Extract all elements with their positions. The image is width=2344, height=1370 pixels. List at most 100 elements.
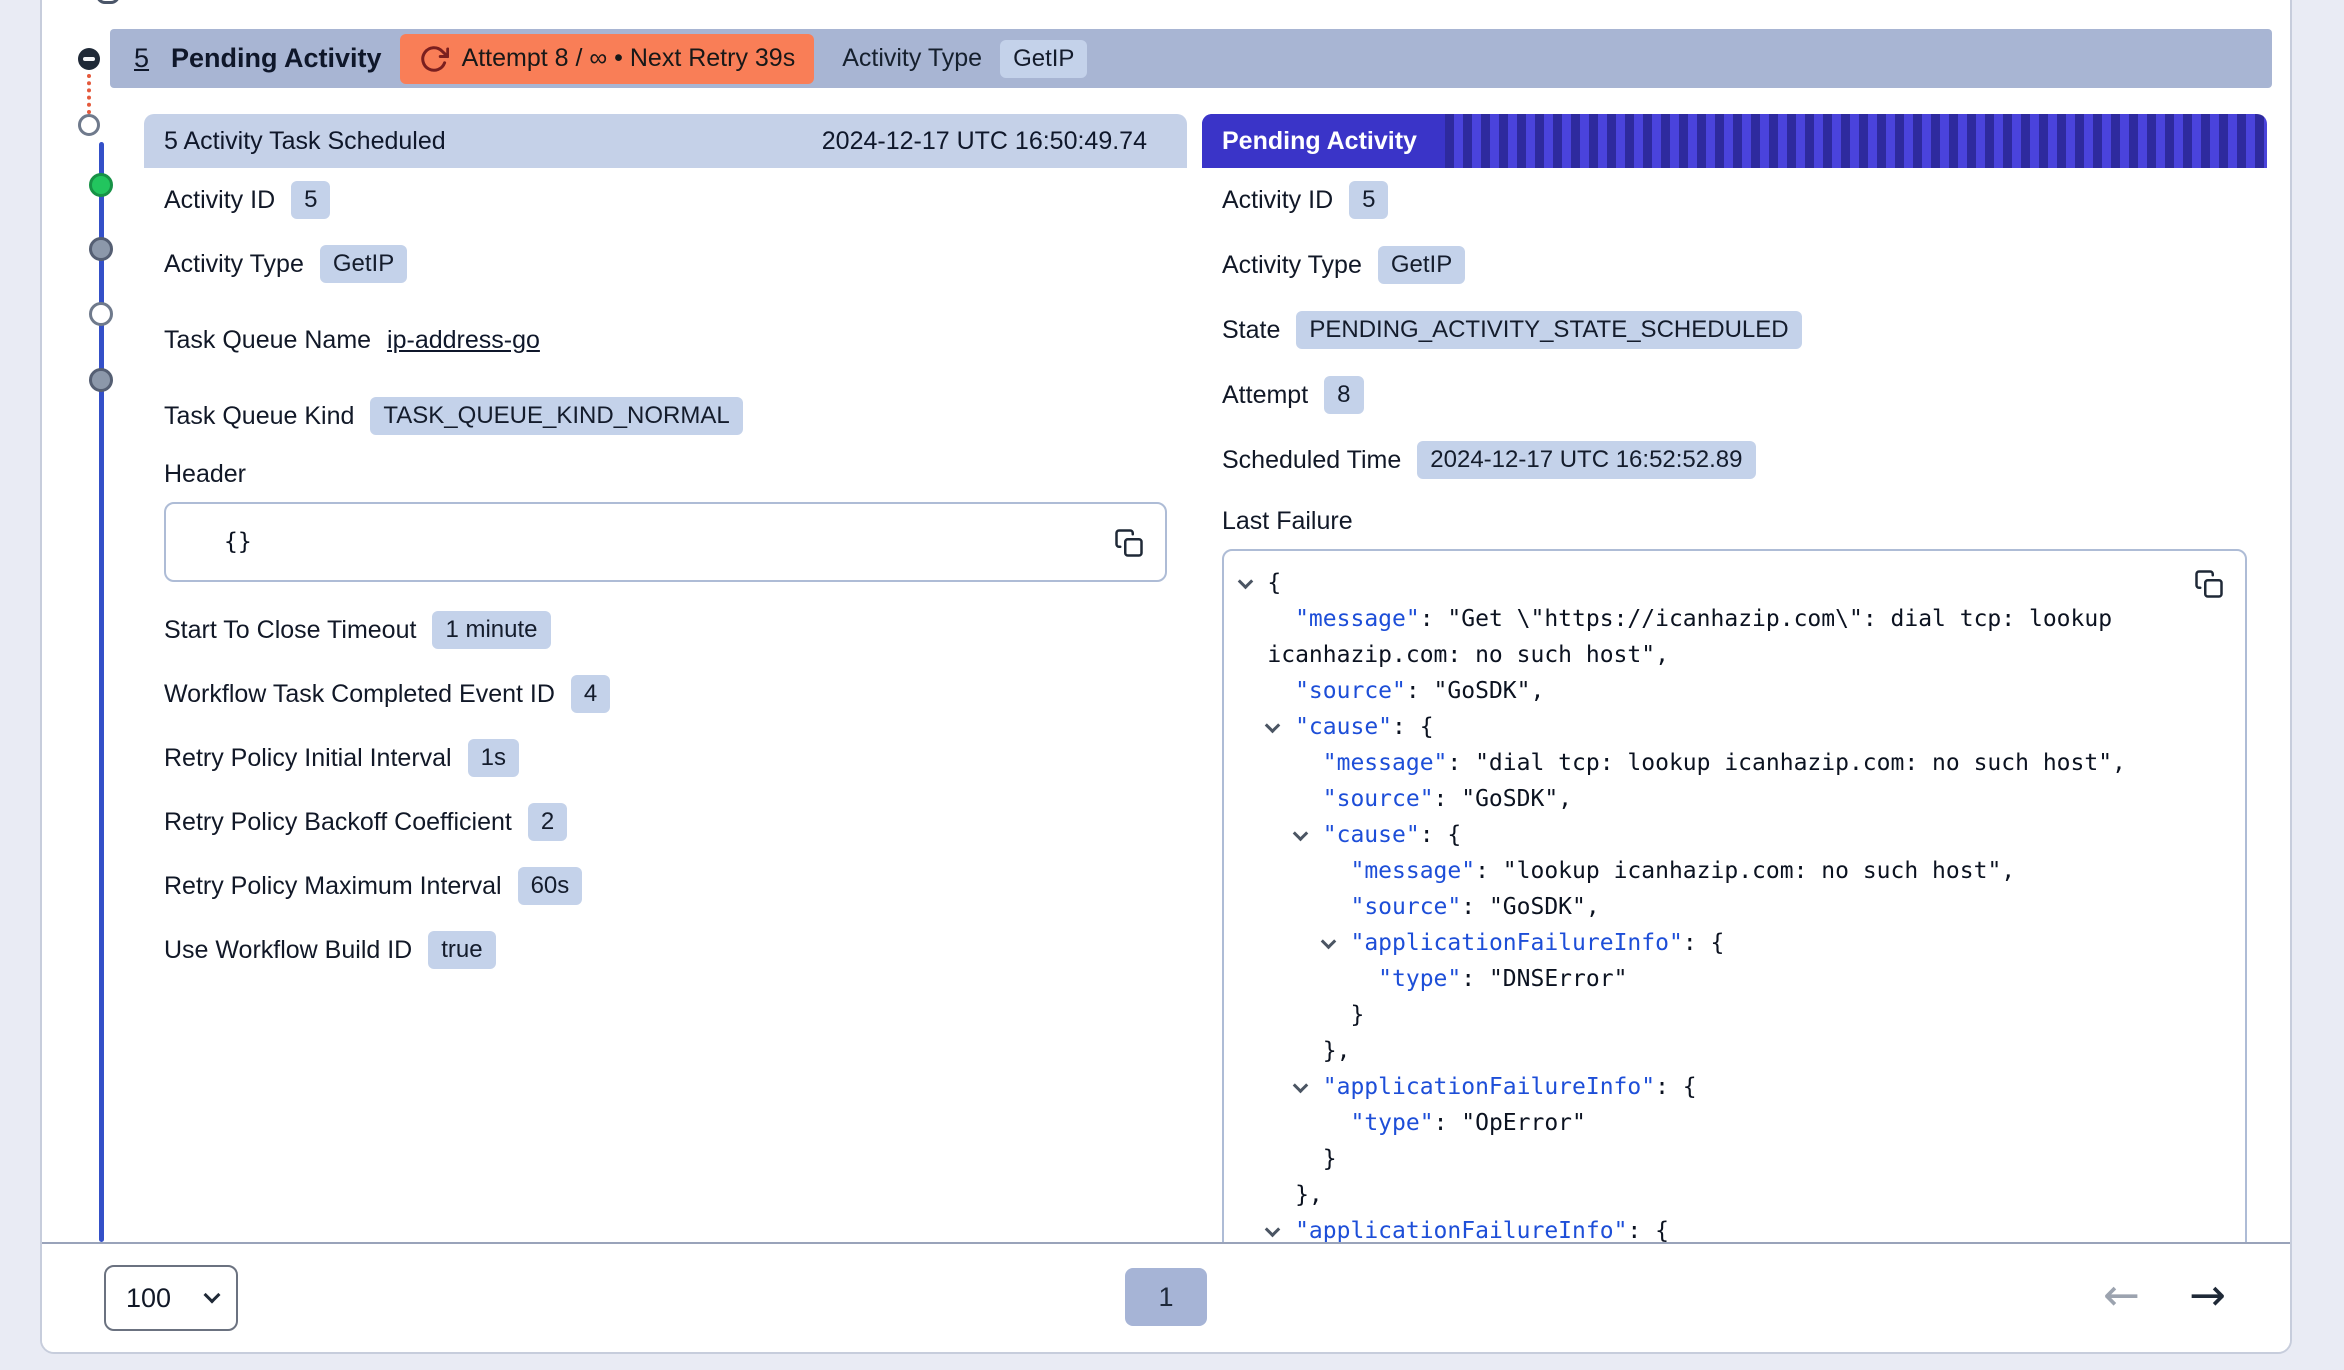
json-line: "cause": { [1248, 709, 2221, 745]
json-line: "message": "dial tcp: lookup icanhazip.c… [1322, 750, 2126, 776]
detail-row: Attempt 8 [1222, 373, 2247, 417]
header-code-text: {} [224, 529, 252, 555]
json-line: "source": "GoSDK", [1350, 894, 1600, 920]
row-label: Retry Policy Initial Interval [164, 743, 452, 772]
detail-row: Workflow Task Completed Event ID 4 [164, 672, 1167, 716]
scheduled-event-panel-header[interactable]: 5 Activity Task Scheduled 2024-12-17 UTC… [144, 114, 1187, 168]
row-value-chip: GetIP [319, 245, 408, 283]
detail-row: Retry Policy Backoff Coefficient 2 [164, 800, 1167, 844]
activity-type-label: Activity Type [842, 44, 983, 72]
chevron-down-icon[interactable] [1320, 925, 1351, 961]
copy-button[interactable] [2189, 565, 2229, 605]
json-line: "type": "DNSError" [1378, 966, 1628, 992]
chevron-down-icon[interactable] [1292, 817, 1323, 853]
row-value-chip: 5 [291, 181, 331, 219]
row-value-chip: 5 [1349, 181, 1389, 219]
detail-row: Activity Type GetIP [1222, 243, 2247, 287]
timeline-retry-dotted-line [87, 74, 91, 114]
scheduled-event-panel: 5 Activity Task Scheduled 2024-12-17 UTC… [144, 114, 1187, 992]
timeline-current-event-dot[interactable] [78, 48, 100, 70]
json-line: { [1237, 565, 2221, 601]
row-label: Workflow Task Completed Event ID [164, 679, 555, 708]
detail-row: Use Workflow Build ID true [164, 928, 1167, 972]
json-line: "message": "Get \"https://icanhazip.com\… [1267, 606, 2126, 668]
timeline-previous-event-fragment [96, 0, 120, 4]
timeline-event-dot-gray[interactable] [89, 237, 113, 261]
detail-row: Start To Close Timeout 1 minute [164, 608, 1167, 652]
scheduled-event-title: 5 Activity Task Scheduled [164, 126, 446, 155]
next-page-arrow[interactable]: → [2189, 1270, 2226, 1321]
retry-icon [420, 45, 449, 72]
detail-row: Retry Policy Initial Interval 1s [164, 736, 1167, 780]
timeline-track [99, 142, 104, 1242]
chevron-down-icon[interactable] [1237, 565, 1268, 601]
row-label: Use Workflow Build ID [164, 935, 413, 964]
copy-icon [1115, 528, 1143, 557]
json-line: "message": "lookup icanhazip.com: no suc… [1350, 858, 2016, 884]
json-line: "applicationFailureInfo": { [1248, 1213, 2221, 1247]
timeline [42, 0, 142, 1352]
detail-row: Scheduled Time 2024-12-17 UTC 16:52:52.8… [1222, 438, 2247, 482]
scheduled-event-timestamp: 2024-12-17 UTC 16:50:49.74 [821, 126, 1147, 155]
pending-activity-panel: Pending Activity Activity ID 5 Activity … [1202, 114, 2267, 1247]
header-code-box: {} [164, 502, 1167, 582]
pending-activity-panel-body: Activity ID 5 Activity Type GetIP State … [1202, 168, 2267, 1247]
detail-row: Activity Type GetIP [164, 242, 1167, 286]
chevron-down-icon [203, 1286, 221, 1304]
retry-badge-text: Attempt 8 / ∞ • Next Retry 39s [461, 44, 796, 72]
event-header-bar: 5 Pending Activity Attempt 8 / ∞ • Next … [110, 29, 2272, 88]
json-line: } [1267, 1002, 1365, 1028]
row-value-chip: 60s [517, 867, 583, 905]
event-id-link[interactable]: 5 [134, 43, 150, 73]
json-line: }, [1267, 1038, 1351, 1064]
page-size-value: 100 [126, 1282, 172, 1313]
chevron-down-icon[interactable] [1292, 1069, 1323, 1105]
row-label: Activity ID [1222, 185, 1334, 214]
json-line: } [1267, 1146, 1337, 1172]
row-value-chip: true [428, 931, 496, 969]
row-value-chip: 2024-12-17 UTC 16:52:52.89 [1417, 441, 1756, 479]
row-value-chip: 1s [467, 739, 519, 777]
row-label: Retry Policy Maximum Interval [164, 871, 502, 900]
event-detail-content: 5 Activity Task Scheduled 2024-12-17 UTC… [42, 88, 2290, 1247]
last-failure-json-lines: { "message": "Get \"https://icanhazip.co… [1237, 565, 2221, 1247]
json-line: "cause": { [1248, 817, 2221, 853]
detail-row: Retry Policy Maximum Interval 60s [164, 864, 1167, 908]
last-failure-label: Last Failure [1222, 506, 1353, 535]
json-line: "source": "GoSDK", [1295, 678, 1545, 704]
row-label: Retry Policy Backoff Coefficient [164, 807, 512, 836]
row-label: Task Queue Name [164, 325, 372, 354]
prev-page-arrow[interactable]: ← [2103, 1270, 2140, 1321]
page-button[interactable]: 1 [1125, 1268, 1207, 1326]
json-line: }, [1267, 1182, 1323, 1208]
retry-badge: Attempt 8 / ∞ • Next Retry 39s [399, 33, 815, 84]
timeline-event-dot-white[interactable] [89, 302, 113, 326]
row-label: Activity Type [164, 249, 304, 278]
scheduled-event-panel-body: Activity ID 5 Activity Type GetIP Task Q… [144, 168, 1187, 972]
timeline-event-dot-green[interactable] [89, 173, 113, 197]
row-value-chip: 4 [570, 675, 611, 713]
task-queue-link[interactable]: ip-address-go [387, 325, 540, 354]
row-value-chip: 8 [1324, 376, 1364, 414]
detail-row: Task Queue Kind TASK_QUEUE_KIND_NORMAL [164, 394, 1167, 438]
detail-row: Activity ID 5 [164, 178, 1167, 222]
event-detail-card: 5 Pending Activity Attempt 8 / ∞ • Next … [40, 0, 2292, 1354]
detail-row: State PENDING_ACTIVITY_STATE_SCHEDULED [1222, 308, 2247, 352]
row-label: Activity Type [1222, 250, 1362, 279]
copy-button[interactable] [1109, 524, 1149, 564]
timeline-event-dot-open[interactable] [78, 114, 100, 136]
copy-icon [2195, 569, 2223, 598]
row-label: Activity ID [164, 185, 276, 214]
activity-type-chip: GetIP [1000, 39, 1088, 78]
detail-row: Task Queue Name ip-address-go [164, 318, 1167, 362]
page-size-select[interactable]: 100 [104, 1265, 238, 1331]
detail-row: Activity ID 5 [1222, 178, 2247, 222]
header-section-label: Header [164, 459, 246, 488]
chevron-down-icon[interactable] [1265, 709, 1295, 745]
pending-activity-panel-header: Pending Activity [1202, 114, 2267, 168]
json-line: "source": "GoSDK", [1322, 786, 1573, 812]
row-label: Start To Close Timeout [164, 615, 417, 644]
row-label: Attempt [1222, 380, 1309, 409]
timeline-event-dot-gray-2[interactable] [89, 368, 113, 392]
